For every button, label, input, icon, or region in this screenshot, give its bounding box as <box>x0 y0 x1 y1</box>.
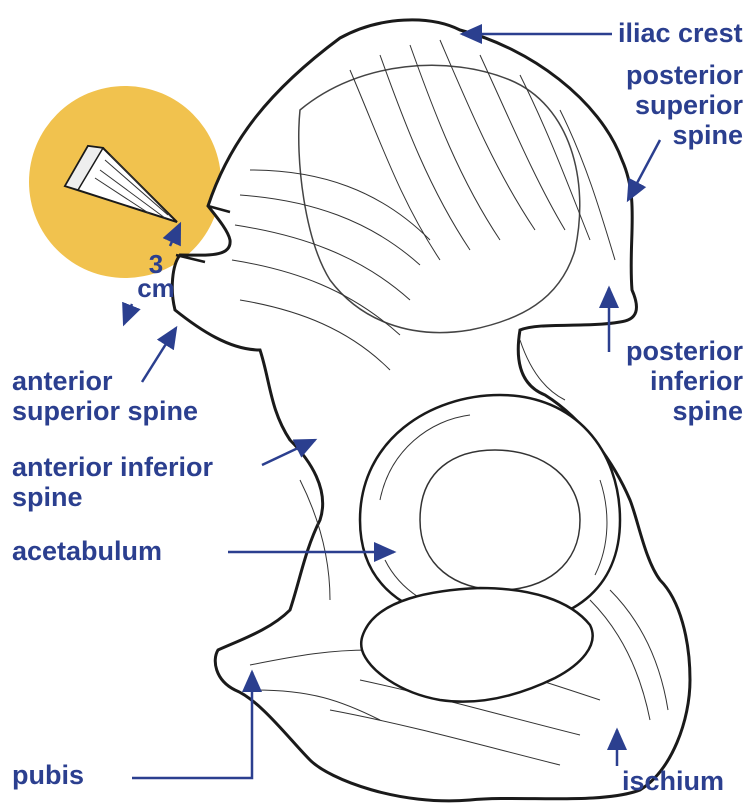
label-line: posterior <box>583 336 743 366</box>
label-line: anterior <box>12 366 198 396</box>
label-measurement: 3 cm <box>128 252 184 300</box>
label-line: inferior <box>583 366 743 396</box>
label-line: spine <box>583 396 743 426</box>
label-anterior-inferior-spine: anterior inferior spine <box>12 452 213 512</box>
measurement-unit: cm <box>128 276 184 300</box>
label-line: posterior <box>583 60 743 90</box>
label-iliac-crest: iliac crest <box>618 18 743 48</box>
label-line: anterior inferior <box>12 452 213 482</box>
label-posterior-inferior-spine: posterior inferior spine <box>583 336 743 426</box>
label-line: spine <box>12 482 213 512</box>
label-acetabulum: acetabulum <box>12 536 162 566</box>
label-line: superior spine <box>12 396 198 426</box>
label-posterior-superior-spine: posterior superior spine <box>583 60 743 150</box>
label-ischium: ischium <box>622 766 724 796</box>
label-pubis: pubis <box>12 760 84 790</box>
label-anterior-superior-spine: anterior superior spine <box>12 366 198 426</box>
label-line: spine <box>583 120 743 150</box>
measurement-arrow-down <box>124 304 132 324</box>
label-line: superior <box>583 90 743 120</box>
